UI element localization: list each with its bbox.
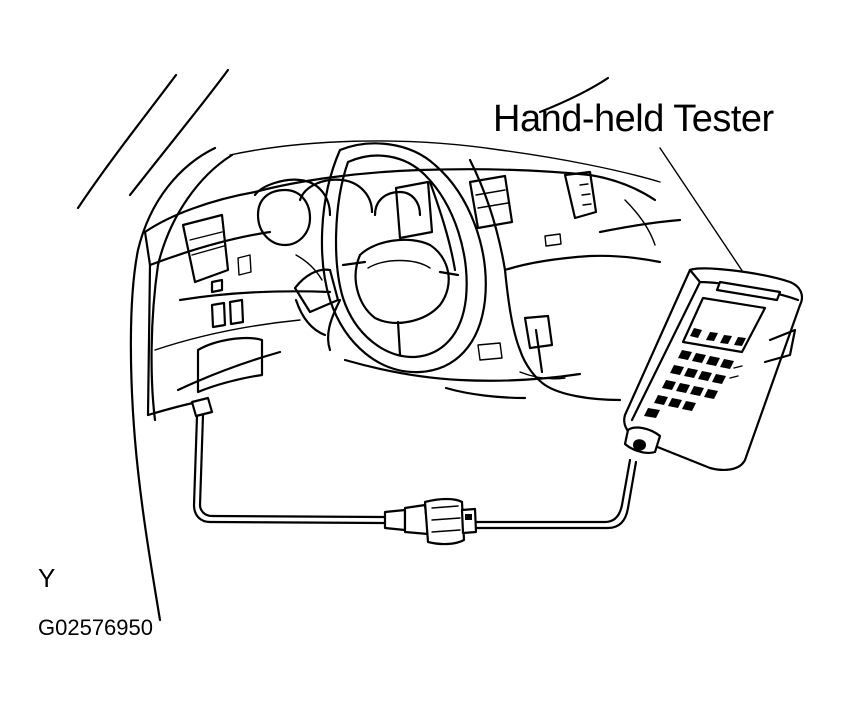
figure-code-label: G02576950 <box>38 615 153 640</box>
center-console <box>343 314 622 402</box>
hand-held-tester-device <box>623 267 804 471</box>
tester-keypad <box>644 350 734 418</box>
callout-leader <box>659 147 746 276</box>
steering-wheel <box>293 142 487 374</box>
dashboard-outline <box>143 158 682 417</box>
windshield-outline <box>229 76 661 183</box>
tester-callout-label: Hand-held Tester <box>493 98 774 140</box>
a-pillar-outline <box>76 68 234 622</box>
view-mark-label: Y <box>38 563 56 593</box>
connector-cable <box>190 396 638 546</box>
